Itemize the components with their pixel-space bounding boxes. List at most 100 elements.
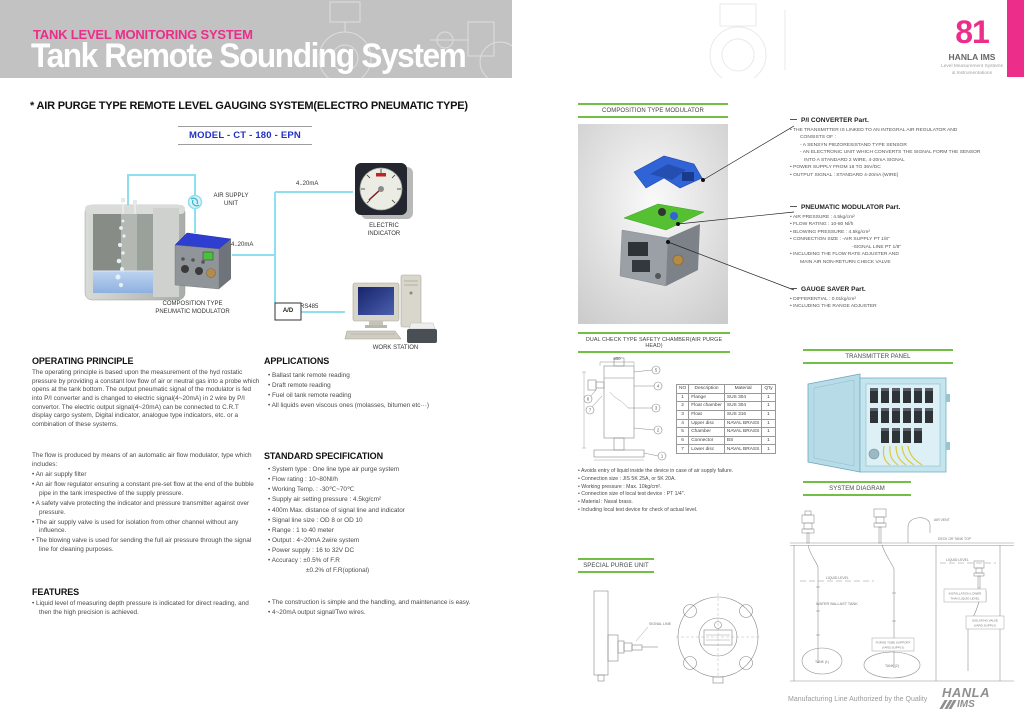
operating-principle-heading: OPERATING PRINCIPLE [32, 356, 134, 366]
bubble-column [115, 219, 126, 288]
yellow-tubes [882, 445, 923, 466]
op-bullet: The blowing valve is used for sending th… [32, 537, 262, 554]
header-line-art [318, 1, 512, 78]
water-ballast-tank-label: WATER BALLAST TANK [816, 602, 858, 606]
callout-5: 5 [655, 368, 658, 373]
air-tubing-lines [127, 174, 353, 313]
spec-bullet: Supply air setting pressure : 4.5kg/cm² [268, 496, 483, 505]
op-bullet: The air supply valve is used for isolati… [32, 519, 262, 536]
page-title: Tank Remote Sounding System [31, 37, 467, 75]
flow-diagram [84, 163, 437, 343]
pm-line: AIR PRESSURE : 4.5kg/cm² [790, 214, 1022, 222]
spec-bullet-continuation: ±0.2% of F.R(optional) [306, 567, 370, 575]
dc-note: Material : Naval brass. [578, 499, 793, 506]
pi-line: CONSISTS OF : [800, 135, 836, 141]
pi-converter-part: P/I CONVERTER Part. THE TRANSMITTER IS L… [790, 117, 1022, 180]
callout-3: 3 [655, 406, 658, 411]
col-no: NO [675, 384, 690, 394]
gs-line: DIFFERENTIAL : 0.01kg/cm² [790, 296, 1022, 304]
callout-6: 6 [587, 397, 590, 402]
air-vent-label: AIR VENT [934, 518, 950, 522]
col-material: Material [723, 384, 763, 394]
callout-4: 4 [657, 384, 660, 389]
system-diagram-drawing: DECK OR TANK TOP LIQUID LEVEL LIQUID LEV… [790, 508, 1014, 682]
system-diagram-label: SYSTEM DIAGRAM [803, 481, 911, 496]
tank1-label: TANK (1) [815, 660, 829, 664]
modulator-photo [578, 124, 795, 324]
spec-bullet: Working Temp. : -30℃~70℃ [268, 486, 483, 495]
tank2-label: TANK (2) [885, 664, 899, 668]
brand-tagline-line2: & Instrumentations [952, 71, 992, 77]
spec-bullet: 400m Max. distance of signal line and in… [268, 507, 483, 516]
corner-accent-bar [1007, 0, 1024, 77]
callout-2: 2 [657, 428, 660, 433]
pi-converter-heading: P/I CONVERTER Part. [790, 117, 1022, 124]
isolating-valve-label-1: ISOLATING VALVE [972, 619, 998, 623]
dc-note: Including local test device for check of… [578, 507, 793, 514]
pi-line: INTO A STANDARD 2 WIRE, 4-20mA SIGNAL [804, 157, 905, 163]
install-label-1: INSTALLATION LOWER [949, 592, 983, 596]
transmitter-panel-label: TRANSMITTER PANEL [803, 349, 953, 364]
special-purge-unit-label: SPECIAL PURGE UNIT [578, 558, 654, 573]
pm-line: FLOW RATING : 10-80 Nl/h [790, 221, 1022, 229]
signal-line-label: SIGNAL LINE [649, 622, 672, 626]
handling-notes-list: The construction is simple and the handl… [268, 599, 483, 619]
dim-label: ø50 [613, 356, 621, 361]
modulator-section-label: COMPOSITION TYPE MODULATOR [578, 103, 728, 118]
hanla-ims-logo: HANLA IMS [939, 686, 1002, 710]
probe-pipes [122, 201, 136, 214]
spec-bullet: Accuracy : ±0.5% of F.R [268, 557, 483, 566]
modulator-label: COMPOSITION TYPE PNEUMATIC MODULATOR [155, 301, 230, 315]
spec-bullet: System type : One line type air purge sy… [268, 466, 483, 475]
transmitter-rows [870, 388, 933, 443]
document-heading: * AIR PURGE TYPE REMOTE LEVEL GAUGING SY… [30, 100, 468, 112]
features-list: Liquid level of measuring depth pressure… [32, 600, 260, 619]
footer-quality-note: Manufacturing Line Authorized by the Qua… [788, 696, 928, 703]
dc-note: Avoids entry of liquid inside the device… [578, 468, 793, 475]
modulator-illustration [174, 232, 232, 290]
col-qty: Q'ty [761, 384, 776, 394]
callout-leader-lines [667, 125, 795, 291]
operating-principle-para1: The operating principle is based upon th… [32, 369, 260, 428]
callout-7: 7 [589, 408, 592, 413]
op-bullet: An air supply filter [32, 471, 262, 480]
pneumatic-modulator-heading: PNEUMATIC MODULATOR Part. [790, 204, 1022, 211]
ad-converter-label: A/D [282, 308, 294, 314]
brand-name: HANLA IMS [948, 52, 996, 62]
logo-ims-text: IMS [957, 698, 975, 710]
tank-illustration [84, 198, 186, 301]
operating-principle-list: An air supply filter An air flow regulat… [32, 471, 262, 556]
liquid-level-label: LIQUID LEVEL [826, 576, 849, 580]
gs-line: INCLUDING THE RANGE ADJUSTER [790, 303, 1022, 311]
spec-bullet: Flow rating : 10~80Nl/h [268, 476, 483, 485]
table-header-row: NO Description Material Q'ty [675, 384, 776, 394]
special-purge-unit-drawing: SIGNAL LINE [593, 590, 760, 684]
pm-line: INCLUDING THE FLOW RATE ADJUSTER AND [790, 251, 1022, 259]
application-bullet: Ballast tank remote reading [268, 372, 478, 381]
liquid-level-label-2: LIQUID LEVEL [946, 558, 969, 562]
signal-label-mid: 4..20mA [231, 242, 254, 248]
application-bullet: All liquids even viscous ones (molasses,… [268, 402, 478, 411]
transmitter-panel-photo [807, 373, 950, 473]
air-supply-valve-icon [187, 194, 203, 210]
regulator [868, 448, 880, 460]
gauge-saver-heading: GAUGE SAVER Part. [790, 286, 1022, 293]
header-band: TANK LEVEL MONITORING SYSTEM Tank Remote… [0, 0, 512, 78]
operating-principle-para2: The flow is produced by means of an auto… [32, 452, 252, 468]
handling-bullet: 4~20mA output signal/Two wires. [268, 609, 483, 618]
signal-label-top: 4..20mA [296, 181, 319, 187]
spec-bullet: Signal line size : OD 8 or OD 10 [268, 517, 483, 526]
pi-line: POWER SUPPLY FROM 18 TO 36V/DC [790, 164, 1022, 172]
gauge-saver-part: GAUGE SAVER Part. DIFFERENTIAL : 0.01kg/… [790, 286, 1022, 311]
callout-dots [666, 178, 705, 244]
op-bullet: A safety valve protecting the indicator … [32, 500, 262, 517]
feature-bullet: Liquid level of measuring depth pressure… [32, 600, 260, 617]
rs485-label: RS485 [300, 304, 319, 310]
callout-1: 1 [661, 454, 664, 459]
purge-support-label-2: (YARD SUPPLY) [882, 646, 905, 650]
dc-note: Connection size : JIS 5K 25A, or 5K 20A. [578, 476, 793, 483]
